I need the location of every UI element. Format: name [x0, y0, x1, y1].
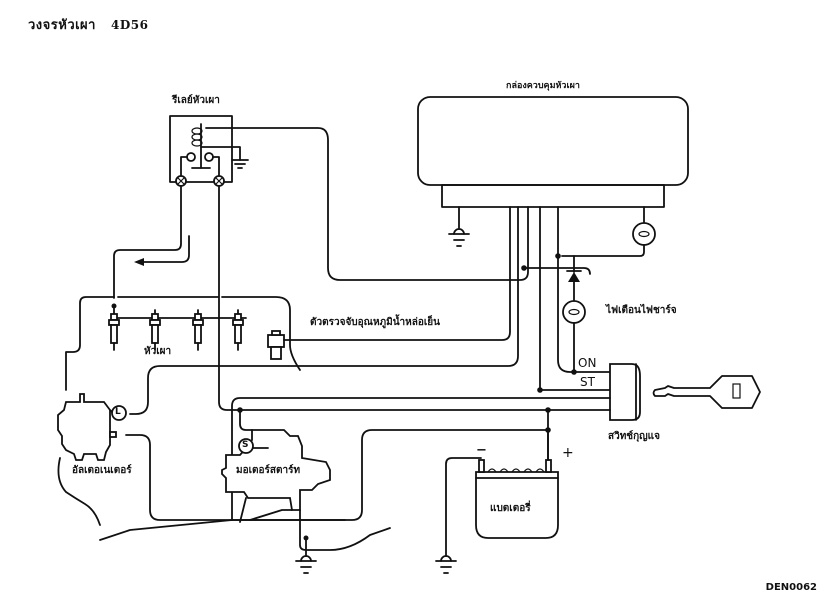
diode-icon [568, 272, 580, 282]
glow-relay [169, 115, 529, 281]
wire-control-to-st [539, 206, 611, 391]
ignition-switch-label: สวิทช์กุญแจ [608, 431, 660, 442]
terminal-st-label: ST [580, 375, 595, 389]
arrow-head-icon [134, 258, 144, 266]
engine-ground-strap [99, 519, 346, 541]
glow-plug-1 [108, 305, 120, 351]
alternator-l-terminal [111, 405, 127, 421]
charge-warning-lamp-label: ไฟเตือนไฟชาร์จ [606, 305, 677, 316]
coolant-temp-sensor-icon [267, 206, 511, 360]
glow-plug-2 [149, 309, 161, 351]
engine-outline [65, 296, 115, 391]
glow-plug-3 [192, 309, 204, 351]
ground-symbol-battery [435, 555, 457, 574]
key-icon [652, 375, 761, 409]
title-text: วงจรหัวเผา [28, 18, 96, 33]
wire-control-to-on [557, 206, 611, 373]
terminal-on-label: ON [578, 356, 597, 370]
ignition-switch[interactable] [609, 363, 641, 421]
wire-control-branch [523, 267, 591, 275]
charge-warning-lamp-circuit [562, 255, 586, 375]
glow-indicator-lamp-icon [561, 206, 656, 257]
wire-relay-to-glowplugs [113, 185, 182, 299]
glow-plug-4 [232, 309, 244, 351]
glow-plugs [108, 303, 247, 351]
glow-control-box-label: กล่องควบคุมหัวเผา [506, 81, 580, 91]
battery-label: แบตเตอรี่ [490, 503, 531, 514]
alternator-label: อัลเตอเนเตอร์ [72, 465, 132, 476]
starter-s-terminal [238, 438, 254, 454]
battery-positive-label: + [562, 445, 574, 461]
charge-lamp-icon [562, 300, 586, 324]
glow-control-box [417, 96, 689, 208]
wire-starter-feed [231, 397, 611, 521]
diagram-title: วงจรหัวเผา 4D56 [28, 14, 148, 35]
alternator-l-terminal-label: L [115, 407, 121, 417]
battery [475, 429, 559, 539]
current-flow-arrow [137, 235, 190, 263]
figure-code: DEN0062 [765, 582, 817, 593]
ground-symbol-control-box [448, 206, 470, 247]
battery-negative-label: − [476, 443, 487, 458]
wire-relay-to-starter [218, 185, 241, 411]
ground-symbol-starter [295, 535, 317, 574]
glow-relay-label: รีเลย์หัวเผา [172, 95, 220, 106]
coolant-temp-sensor-label: ตัวตรวจจับอุณหภูมิน้ำหล่อเย็น [310, 317, 441, 328]
starter-s-terminal-label: S [242, 440, 249, 450]
starter-motor [221, 409, 331, 523]
engine-outline-lower [57, 457, 101, 526]
alternator [57, 393, 127, 461]
engine-model: 4D56 [111, 18, 149, 32]
wire-control-to-alternator [129, 206, 519, 415]
wire-battery-ground [445, 457, 482, 557]
glow-plugs-label: หัวเผา [144, 346, 172, 357]
starter-motor-label: มอเตอร์สตาร์ท [236, 465, 301, 476]
